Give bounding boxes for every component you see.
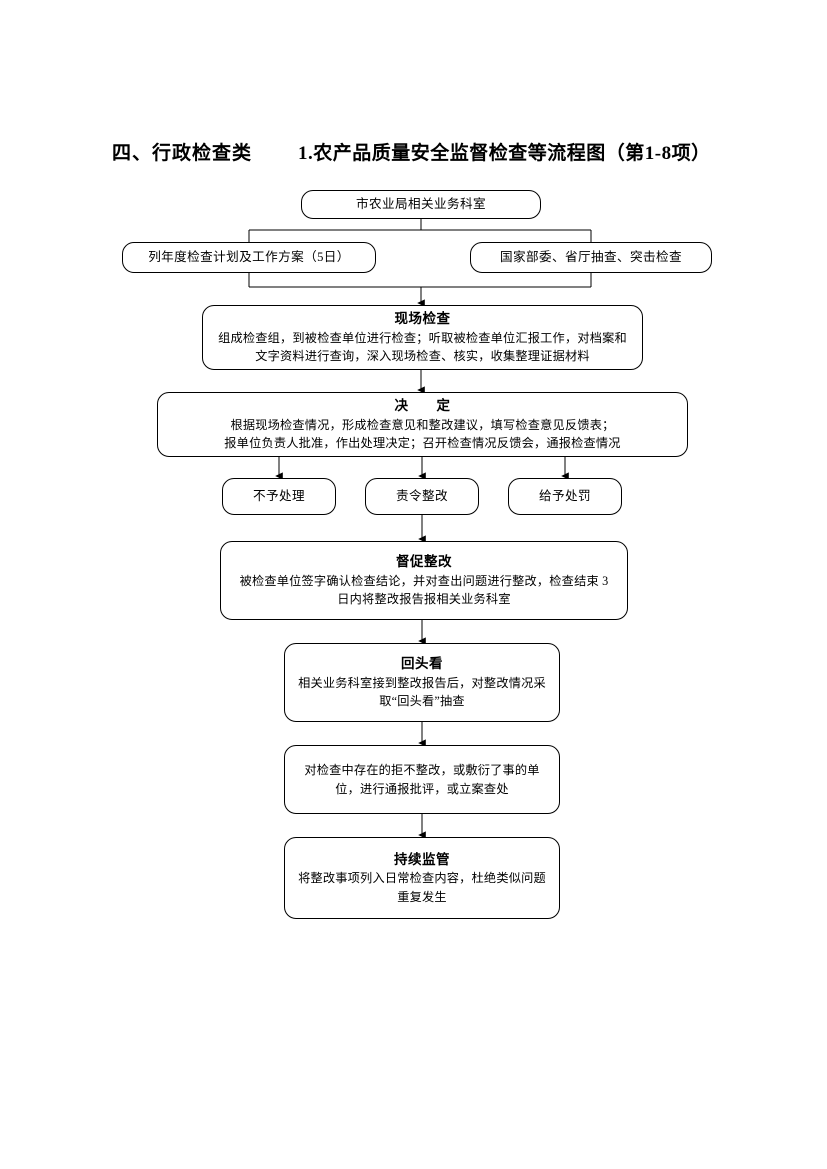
circulate-criticism-line-2: 位，进行通报批评，或立案查处 xyxy=(335,781,509,796)
onsite-inspection-line-1: 组成检查组，到被检查单位进行检查；听取被检查单位汇报工作，对档案和 xyxy=(218,330,627,345)
onsite-inspection-box: 现场检查 组成检查组，到被检查单位进行检查；听取被检查单位汇报工作，对档案和 文… xyxy=(202,305,643,370)
decision-box: 决 定 根据现场检查情况，形成检查意见和整改建议，填写检查意见反馈表； 报单位负… xyxy=(157,392,688,457)
continuous-supervision-heading: 持续监管 xyxy=(394,851,450,867)
onsite-inspection-line-2: 文字资料进行查询，深入现场检查、核实，收集整理证据材料 xyxy=(255,349,590,364)
urge-rectification-line-2: 日内将整改报告报相关业务科室 xyxy=(337,592,511,607)
annual-inspection-plan-box: 列年度检查计划及工作方案（5日） xyxy=(122,242,376,273)
order-rectification-box: 责令整改 xyxy=(365,478,479,515)
continuous-supervision-line-2: 重复发生 xyxy=(397,889,447,904)
onsite-inspection-heading: 现场检查 xyxy=(394,311,451,327)
no-action-box: 不予处理 xyxy=(222,478,336,515)
no-action-label: 不予处理 xyxy=(253,488,305,503)
continuous-supervision-line-1: 将整改事项列入日常检查内容，杜绝类似问题 xyxy=(298,871,546,886)
urge-rectification-heading: 督促整改 xyxy=(396,554,452,570)
look-back-heading: 回头看 xyxy=(401,656,443,672)
look-back-line-2: 取“回头看”抽查 xyxy=(379,694,465,709)
decision-heading: 决 定 xyxy=(394,398,451,414)
market-agriculture-bureau-box: 市农业局相关业务科室 xyxy=(301,190,541,219)
page-title-category: 四、行政检查类 xyxy=(112,143,253,164)
look-back-line-1: 相关业务科室接到整改报告后，对整改情况采 xyxy=(298,675,546,690)
urge-rectification-line-1: 被检查单位签字确认检查结论，并对查出问题进行整改，检查结束 3 xyxy=(239,573,609,588)
circulate-criticism-box: 对检查中存在的拒不整改，或敷衍了事的单 位，进行通报批评，或立案查处 xyxy=(284,745,560,814)
look-back-box: 回头看 相关业务科室接到整改报告后，对整改情况采 取“回头看”抽查 xyxy=(284,643,560,722)
page-title-chart-name: 1.农产品质量安全监督检查等流程图（第1-8项） xyxy=(298,143,711,164)
page-title: 四、行政检查类 1.农产品质量安全监督检查等流程图（第1-8项） xyxy=(112,138,752,168)
impose-penalty-box: 给予处罚 xyxy=(508,478,622,515)
decision-line-2: 报单位负责人批准，作出处理决定；召开检查情况反馈会，通报检查情况 xyxy=(224,436,621,451)
annual-inspection-plan-label: 列年度检查计划及工作方案（5日） xyxy=(148,249,350,264)
urge-rectification-box: 督促整改 被检查单位签字确认检查结论，并对查出问题进行整改，检查结束 3 日内将… xyxy=(220,541,628,620)
national-provincial-spotcheck-box: 国家部委、省厅抽查、突击检查 xyxy=(470,242,712,273)
circulate-criticism-line-1: 对检查中存在的拒不整改，或敷衍了事的单 xyxy=(304,763,540,778)
market-agriculture-bureau-label: 市农业局相关业务科室 xyxy=(356,196,486,211)
decision-line-1: 根据现场检查情况，形成检查意见和整改建议，填写检查意见反馈表； xyxy=(230,417,615,432)
impose-penalty-label: 给予处罚 xyxy=(539,488,591,503)
continuous-supervision-box: 持续监管 将整改事项列入日常检查内容，杜绝类似问题 重复发生 xyxy=(284,837,560,919)
national-provincial-spotcheck-label: 国家部委、省厅抽查、突击检查 xyxy=(500,249,682,264)
order-rectification-label: 责令整改 xyxy=(396,488,448,503)
